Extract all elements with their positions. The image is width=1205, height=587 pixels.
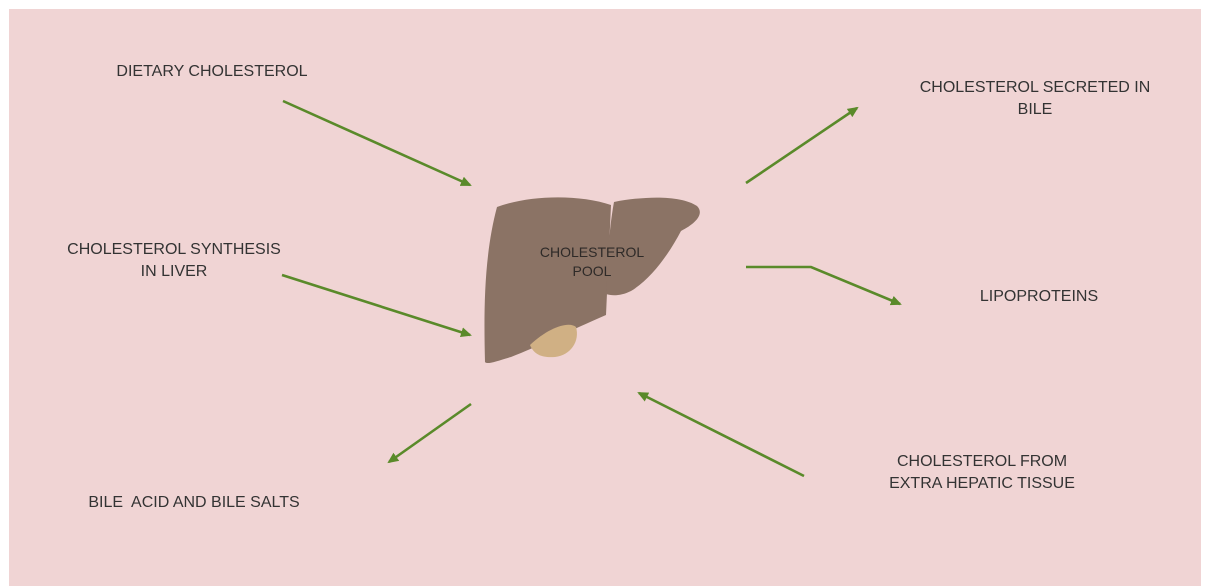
cholesterol-synthesis-line2: IN LIVER [14,261,334,283]
dietary-cholesterol-text: DIETARY CHOLESTEROL [99,61,325,83]
diagram-canvas: CHOLESTEROL POOL DIETARY CHOLESTEROL CHO… [9,9,1201,586]
lipoproteins-text: LIPOPROTEINS [949,286,1129,308]
extra-hepatic-line2: EXTRA HEPATIC TISSUE [837,473,1127,495]
extra-hepatic-label: CHOLESTEROL FROM EXTRA HEPATIC TISSUE [837,451,1127,495]
bile-acids-label: BILE ACID AND BILE SALTS [29,492,359,514]
bile-secreted-label: CHOLESTEROL SECRETED IN BILE [875,77,1195,121]
cholesterol-synthesis-line1: CHOLESTEROL SYNTHESIS [14,239,334,261]
cholesterol-pool-label: CHOLESTEROL POOL [507,243,677,281]
bile-secreted-line1: CHOLESTEROL SECRETED IN [875,77,1195,99]
extra-hepatic-line1: CHOLESTEROL FROM [837,451,1127,473]
cholesterol-synthesis-label: CHOLESTEROL SYNTHESIS IN LIVER [14,239,334,283]
cholesterol-pool-line2: POOL [507,262,677,281]
cholesterol-pool-line1: CHOLESTEROL [507,243,677,262]
dietary-cholesterol-label: DIETARY CHOLESTEROL [99,61,325,83]
lipoproteins-label: LIPOPROTEINS [949,286,1129,308]
bile-acids-text: BILE ACID AND BILE SALTS [29,492,359,514]
bile-secreted-line2: BILE [875,99,1195,121]
